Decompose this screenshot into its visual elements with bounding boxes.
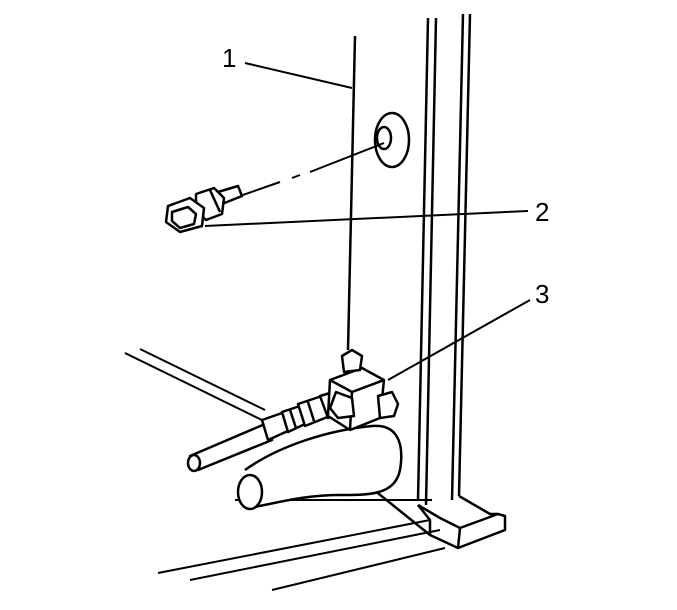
callout-number-3: 3 [535, 279, 549, 309]
frame-rail [346, 13, 507, 550]
mounting-hole [373, 111, 411, 169]
callout-number-1: 1 [222, 43, 236, 73]
leader-line-3 [387, 299, 531, 381]
leader-line-1 [244, 62, 353, 89]
leader-lines [204, 62, 531, 381]
fluid-line [186, 422, 274, 473]
rubber-hose [236, 424, 403, 511]
alignment-line [239, 142, 385, 197]
leader-line-2 [204, 210, 529, 227]
tee-junction-block [326, 348, 400, 432]
sensor-switch [164, 184, 244, 234]
callout-number-2: 2 [535, 197, 549, 227]
